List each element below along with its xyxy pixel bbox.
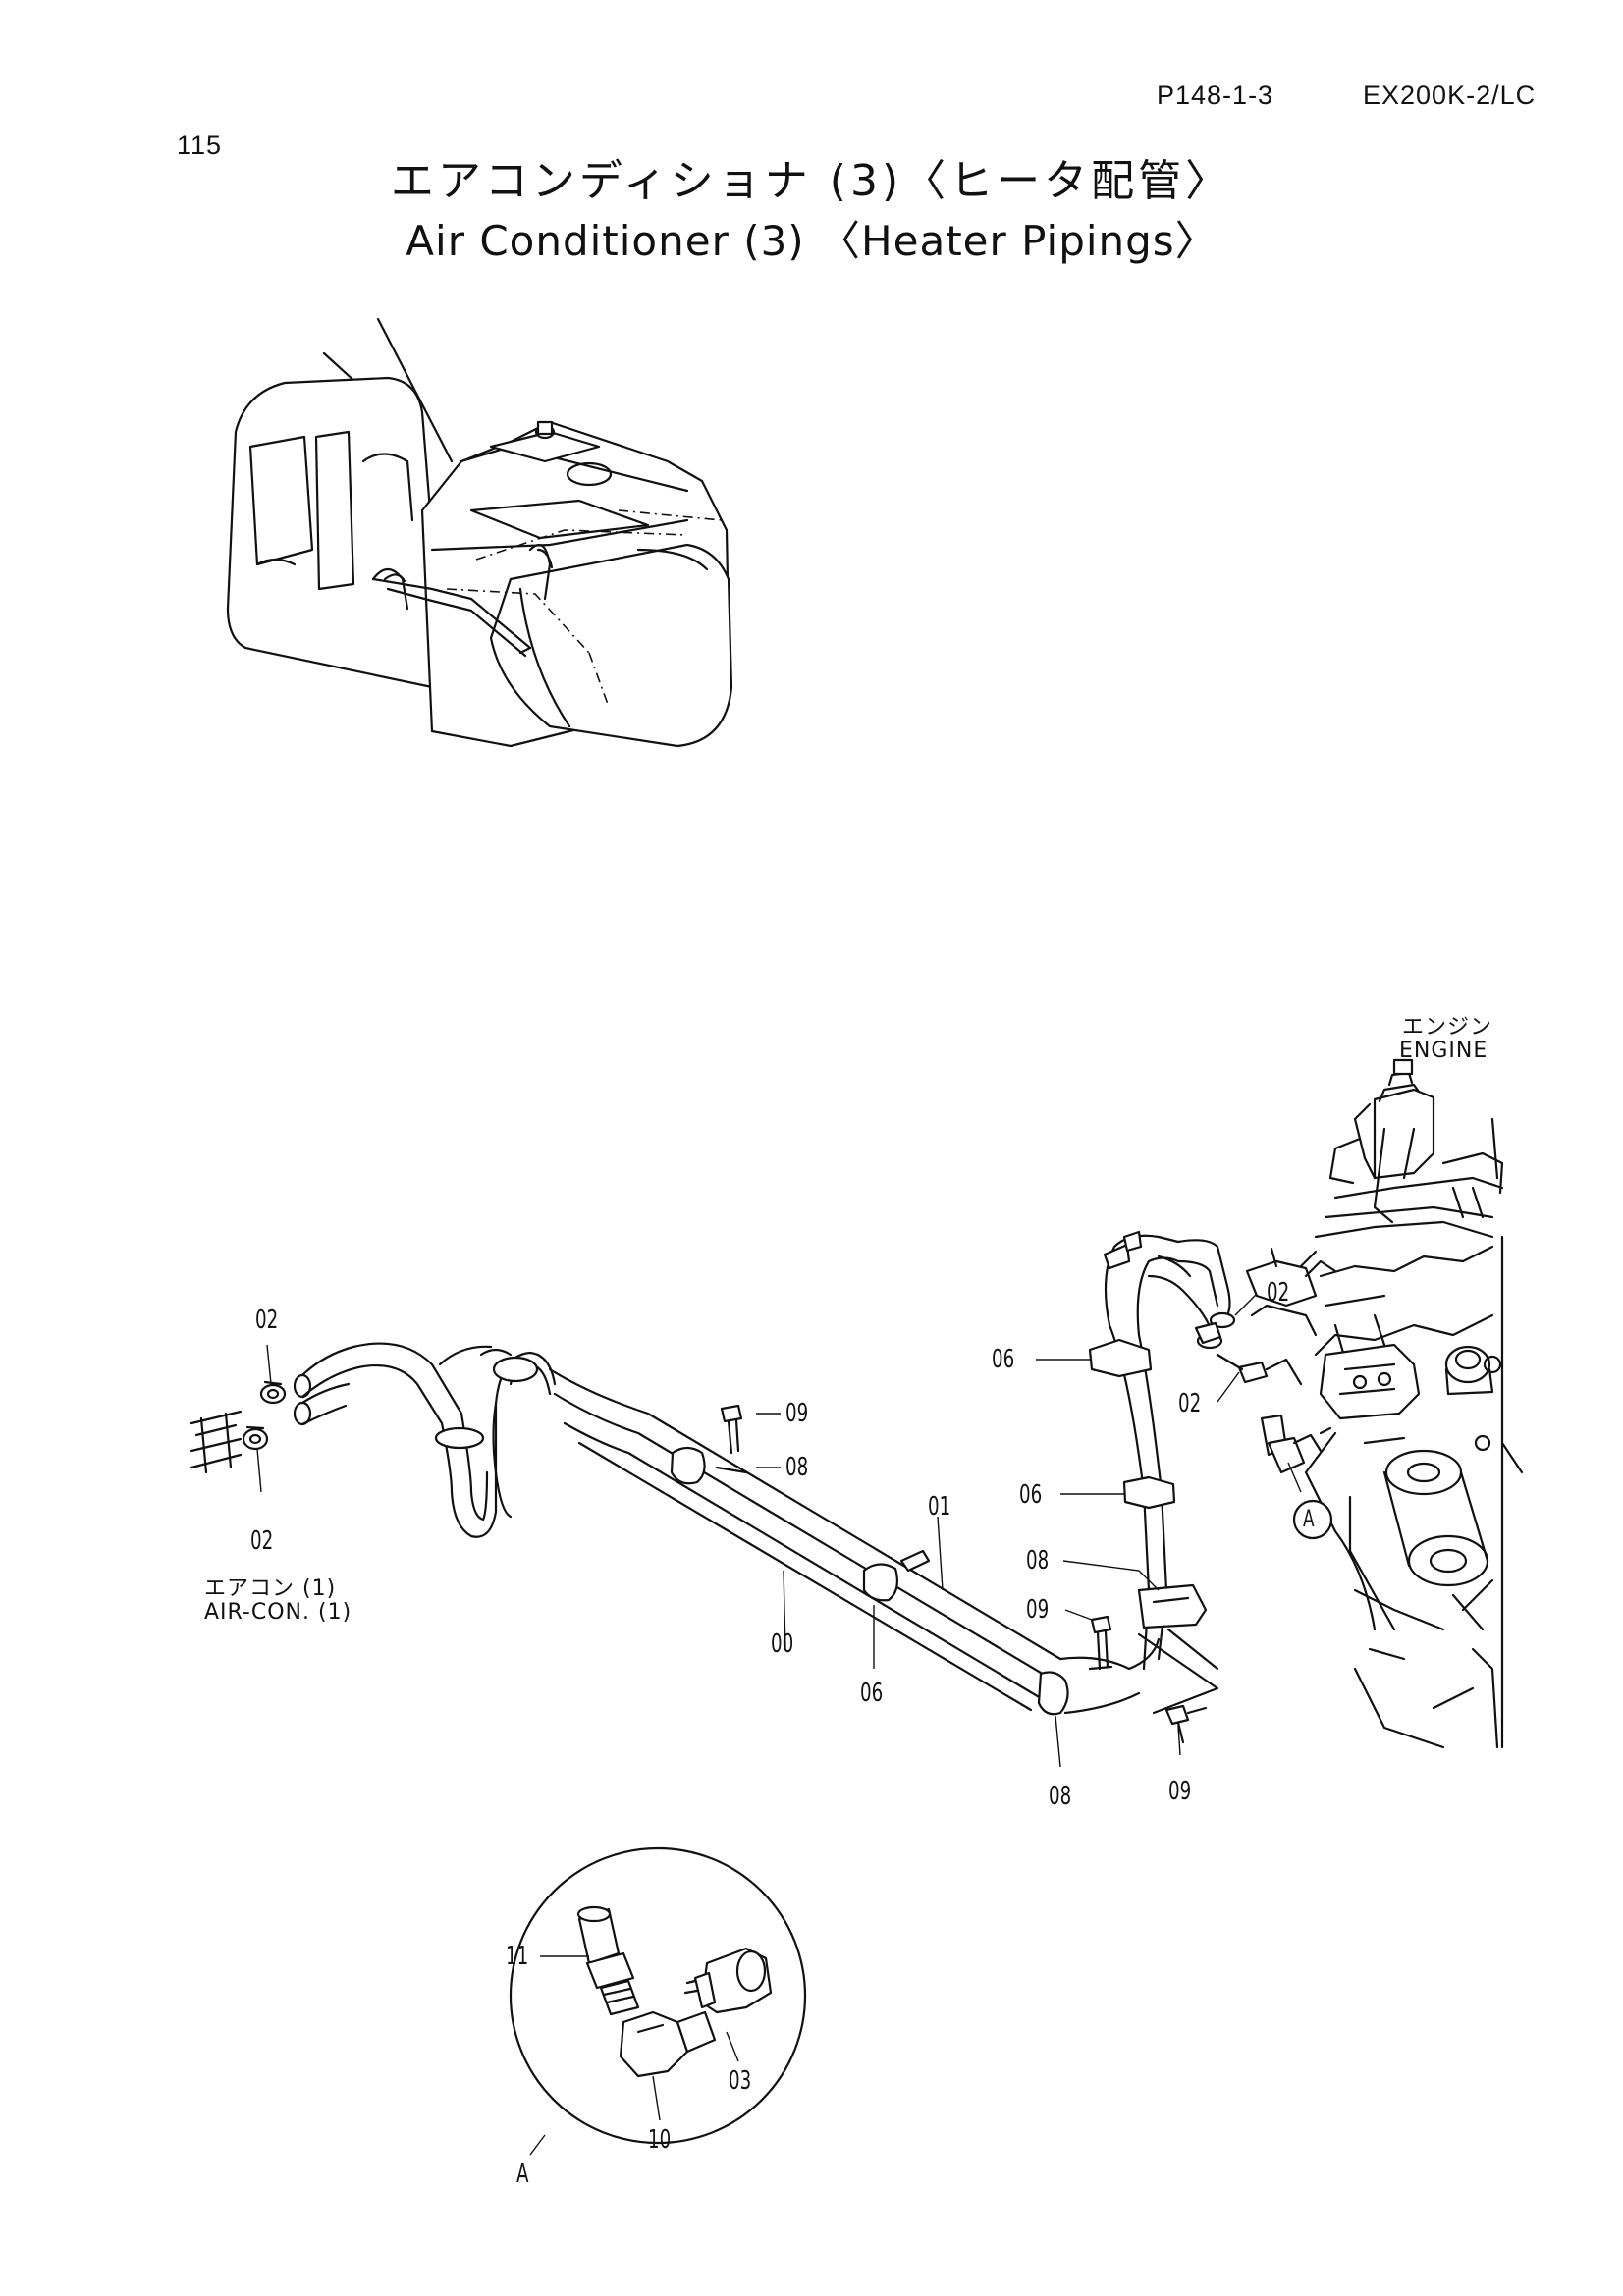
aircon-label-english: AIR-CON. (1) <box>204 1600 352 1625</box>
callout-06-upper: 06 <box>992 1345 1015 1374</box>
callout-09-mid: 09 <box>785 1399 809 1428</box>
callout-10: 10 <box>648 2125 672 2155</box>
bolt-09-right <box>1088 1615 1113 1671</box>
page-number: 115 <box>177 131 223 160</box>
callout-08-mid: 08 <box>785 1453 809 1482</box>
aircon-label-japanese: エアコン (1) <box>204 1576 337 1601</box>
callout-01: 01 <box>928 1492 951 1522</box>
callout-06-middle: 06 <box>1019 1480 1043 1510</box>
callout-02-top-left: 02 <box>255 1306 279 1335</box>
engine-label-english: ENGINE <box>1399 1039 1488 1063</box>
engine-illustration <box>1245 1058 1524 1749</box>
engine-label-japanese: エンジン <box>1402 1015 1493 1040</box>
bolt-09-bottom <box>1164 1704 1208 1744</box>
callout-08-bottom: 08 <box>1049 1782 1072 1811</box>
callout-11: 11 <box>506 1942 529 1971</box>
callout-detail-a-marker: A <box>1303 1505 1315 1532</box>
bolt-09-mid <box>720 1404 743 1455</box>
callout-06-lower: 06 <box>860 1679 884 1708</box>
callout-09-right: 09 <box>1026 1595 1050 1625</box>
callout-09-bottom: 09 <box>1168 1777 1192 1806</box>
callout-02-right-lower: 02 <box>1178 1389 1202 1418</box>
excavator-overview-illustration <box>226 317 733 748</box>
page-title-japanese: エアコンディショナ (3)〈ヒータ配管〉 <box>390 156 1233 206</box>
detail-a-view <box>509 1846 807 2156</box>
callout-08-right: 08 <box>1026 1546 1050 1575</box>
callout-leaders <box>256 1293 1302 1768</box>
callout-02-right-upper: 02 <box>1267 1278 1290 1308</box>
detail-a-marker-circle <box>1292 1499 1333 1540</box>
heater-hose-assembly <box>293 1230 1332 1716</box>
callout-detail-a-label: A <box>516 2160 529 2189</box>
callout-00: 00 <box>771 1629 794 1659</box>
page-code: P148-1-3 <box>1157 80 1274 110</box>
callout-02-bottom-left: 02 <box>250 1526 274 1556</box>
page-title-english: Air Conditioner (3) 〈Heater Pipings〉 <box>406 217 1217 265</box>
aircon-side-hose-ends <box>189 1380 287 1474</box>
callout-03: 03 <box>729 2066 752 2096</box>
model-code: EX200K-2/LC <box>1363 80 1537 110</box>
